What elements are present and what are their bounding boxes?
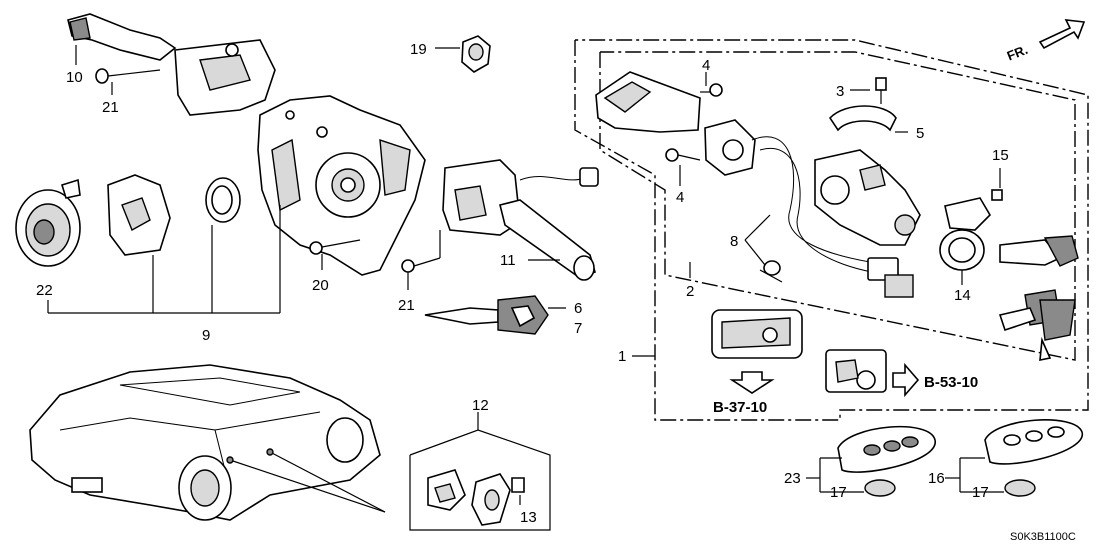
leader-22-9-bracket — [47, 205, 281, 314]
front-direction-arrow-icon — [1038, 19, 1086, 50]
callout-22: 22 — [36, 282, 53, 299]
ref-door-lock-image — [711, 309, 803, 359]
callout-6: 6 — [574, 300, 582, 317]
ref-link-b-53-10[interactable]: B-53-10 — [924, 374, 978, 391]
callout-16: 16 — [928, 470, 945, 487]
callout-21-top: 21 — [102, 99, 119, 116]
callout-10: 10 — [66, 69, 83, 86]
part-steering-lock — [814, 149, 921, 246]
part-4-screw-top — [700, 72, 723, 97]
part-22-cable-reel — [15, 178, 81, 267]
callout-5: 5 — [916, 125, 924, 142]
ref-arrow-right-icon — [892, 362, 920, 398]
callout-14: 14 — [954, 287, 971, 304]
part-15-screw — [991, 168, 1003, 201]
ref-link-b-37-10[interactable]: B-37-10 — [713, 399, 767, 416]
part-5-clamp — [828, 105, 908, 133]
part-11-turn-signal-switch — [442, 159, 599, 281]
callout-12: 12 — [472, 397, 489, 414]
part-3-bolt — [850, 77, 887, 104]
callout-13: 13 — [520, 509, 537, 526]
callout-labels: 10 21 19 22 9 20 21 11 6 7 12 13 4 4 3 5… — [36, 41, 1009, 526]
callout-2: 2 — [686, 283, 694, 300]
callout-1: 1 — [618, 348, 626, 365]
part-ignition-cover — [595, 71, 701, 133]
callout-8: 8 — [730, 233, 738, 250]
callout-21-bottom: 21 — [398, 297, 415, 314]
part-10-wiper-switch — [67, 13, 276, 116]
callout-20: 20 — [312, 277, 329, 294]
part-17-cap-left — [864, 479, 896, 497]
callout-17-left: 17 — [830, 484, 847, 501]
callout-23: 23 — [784, 470, 801, 487]
callout-4-bottom: 4 — [676, 189, 684, 206]
part-19-clip — [461, 35, 491, 73]
ref-trunk-lock-image — [825, 349, 887, 393]
part-20-screw — [309, 239, 361, 270]
callout-19: 19 — [410, 41, 427, 58]
steering-column-switch-body — [257, 95, 426, 276]
leader-23-17-left — [806, 457, 864, 493]
part-16-remote-transmitter — [984, 419, 1083, 465]
part-6-7-key — [424, 295, 549, 335]
part-12-door-cylinder-group — [409, 412, 551, 531]
front-direction-label: FR. — [1005, 42, 1030, 64]
callout-7: 7 — [574, 320, 582, 337]
ignition-assembly-outline — [574, 39, 1089, 421]
part-14-ring — [939, 197, 992, 285]
callout-17-right: 17 — [972, 484, 989, 501]
vehicle-outline — [29, 364, 386, 521]
callout-4-top: 4 — [702, 57, 710, 74]
callout-11: 11 — [500, 252, 516, 269]
part-21-screw-top — [95, 68, 161, 84]
part-4-screw-bottom — [665, 148, 701, 186]
part-21-screw-bottom — [401, 230, 441, 290]
part-17-cap-right — [1004, 479, 1036, 497]
part-keys-set — [998, 235, 1079, 361]
part-23-remote-transmitter — [837, 425, 936, 473]
part-8-connector — [744, 214, 783, 283]
part-ignition-switch — [704, 119, 914, 298]
leader-16-17-right — [945, 457, 1004, 493]
callout-15: 15 — [992, 147, 1009, 164]
part-9-collar — [107, 174, 241, 256]
diagram-code: S0K3B1100C — [1010, 531, 1076, 543]
ref-arrow-down-icon — [729, 371, 775, 394]
callout-9: 9 — [202, 327, 210, 344]
callout-3: 3 — [836, 83, 844, 100]
